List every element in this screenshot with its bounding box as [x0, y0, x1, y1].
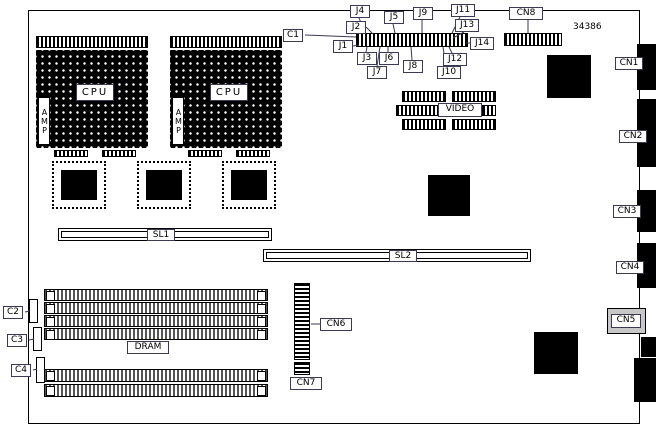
label-dram: DRAM — [127, 341, 169, 354]
video-chip-3 — [396, 105, 438, 116]
connector-bottom-small — [641, 337, 656, 357]
chip-middle — [428, 175, 470, 216]
simm-slot-6 — [44, 384, 268, 397]
connector-cn4 — [637, 243, 656, 288]
label-c3: C3 — [7, 334, 27, 347]
label-cn3: CN3 — [613, 205, 641, 218]
label-j10: J10 — [437, 66, 461, 79]
chip-body — [231, 170, 267, 200]
capacitor-c3 — [33, 327, 42, 351]
label-j4: J4 — [350, 5, 370, 18]
simm-latch — [46, 330, 55, 340]
cpu2-header-bar — [170, 36, 282, 48]
simm-slot-4 — [44, 328, 268, 340]
video-chip-1 — [402, 91, 446, 102]
chip-top-right — [547, 55, 591, 98]
label-c1: C1 — [283, 29, 303, 42]
chip-body — [146, 170, 182, 200]
video-chip-5 — [402, 119, 446, 130]
simm-latch — [46, 304, 55, 314]
connector-cn7 — [294, 362, 310, 375]
label-j11: J11 — [451, 4, 475, 17]
pinned-chip-1 — [52, 161, 106, 209]
label-cn4: CN4 — [616, 261, 644, 274]
chip-body — [61, 170, 97, 200]
label-j5: J5 — [384, 11, 404, 24]
simm-slot-5 — [44, 369, 268, 382]
label-j2: J2 — [346, 21, 366, 34]
label-sl2: SL2 — [389, 250, 417, 262]
label-c4: C4 — [11, 364, 31, 377]
pinned-chip-2 — [137, 161, 191, 209]
simm-latch — [257, 291, 266, 301]
connector-cn6 — [294, 283, 310, 360]
label-j3: J3 — [357, 52, 377, 65]
chip-bottom-right — [534, 332, 578, 374]
label-j14: J14 — [470, 37, 494, 50]
simm-latch — [46, 386, 55, 396]
simm-latch — [257, 386, 266, 396]
pinned-chip-3 — [222, 161, 276, 209]
vrm-bar-2 — [102, 150, 136, 157]
video-chip-6 — [452, 119, 496, 130]
capacitor-c2 — [29, 299, 38, 323]
connector-cn3 — [637, 190, 656, 232]
simm-latch — [257, 371, 266, 381]
connector-cn8 — [504, 33, 562, 46]
video-chip-2 — [452, 91, 496, 102]
label-cn1: CN1 — [615, 57, 643, 70]
cpu1-header-bar — [36, 36, 148, 48]
simm-latch — [46, 291, 55, 301]
capacitor-c4 — [36, 357, 45, 383]
simm-latch — [46, 317, 55, 327]
simm-latch — [257, 330, 266, 340]
label-cn7: CN7 — [290, 377, 322, 390]
connector-cn1 — [637, 44, 656, 90]
label-j1: J1 — [333, 40, 353, 53]
label-cn5: CN5 — [611, 314, 641, 328]
label-j12: J12 — [443, 53, 467, 66]
simm-latch — [46, 371, 55, 381]
cpu1-label: CPU — [76, 84, 114, 101]
jumper-block — [356, 33, 468, 47]
vrm-bar-3 — [188, 150, 222, 157]
label-cn2: CN2 — [619, 130, 647, 143]
label-video: VIDEO — [438, 103, 482, 117]
label-sl1: SL1 — [147, 229, 175, 241]
part-number: 34386 — [573, 22, 602, 32]
vrm-bar-1 — [54, 150, 88, 157]
simm-latch — [257, 304, 266, 314]
cpu1-amp-label: AMP — [38, 97, 50, 145]
label-j9: J9 — [413, 7, 433, 20]
simm-slot-1 — [44, 289, 268, 301]
simm-latch — [257, 317, 266, 327]
label-c2: C2 — [3, 306, 23, 319]
cpu2-label: CPU — [210, 84, 248, 101]
connector-bottom-right — [634, 358, 656, 402]
label-j8: J8 — [403, 60, 423, 73]
label-j7: J7 — [367, 66, 387, 79]
label-cn6: CN6 — [320, 318, 352, 331]
cpu2-amp-label: AMP — [172, 97, 184, 145]
label-j6: J6 — [379, 52, 399, 65]
vrm-bar-4 — [236, 150, 270, 157]
label-j13: J13 — [455, 19, 479, 32]
label-cn8: CN8 — [509, 7, 543, 20]
video-chip-4 — [482, 105, 496, 116]
simm-slot-3 — [44, 315, 268, 327]
simm-slot-2 — [44, 302, 268, 314]
